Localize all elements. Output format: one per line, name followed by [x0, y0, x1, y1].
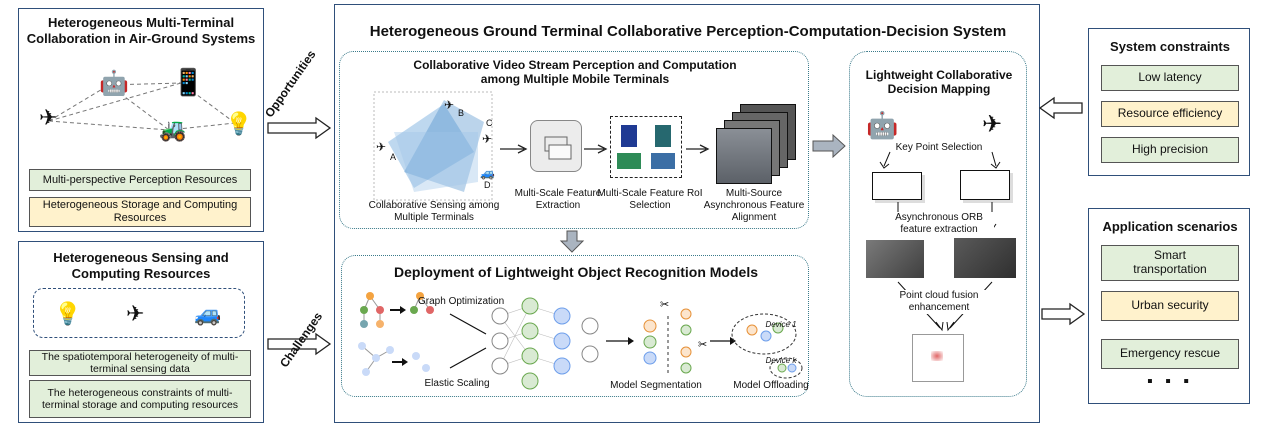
graph-optimization-label: Graph Optimization — [418, 296, 505, 307]
drone-c-label: C — [486, 118, 493, 128]
challenges-label: Challenges — [277, 309, 326, 371]
more-scenarios-ellipsis: ▪ ▪ ▪ — [1147, 373, 1193, 390]
svg-text:✂: ✂ — [660, 299, 669, 311]
flow-arrow-1 — [500, 144, 528, 154]
elastic-scaling-label: Elastic Scaling — [424, 378, 490, 389]
rover-d-label: D — [484, 180, 491, 190]
left-bottom-title: Heterogeneous Sensing and Computing Reso… — [53, 250, 229, 282]
scenarios-arrow — [1041, 302, 1086, 326]
scenario-urban-security: Urban security — [1101, 291, 1239, 321]
constraint-resource-efficiency: Resource efficiency — [1101, 101, 1239, 127]
right-block-arrow — [812, 133, 846, 159]
chip-perception-resources: Multi-perspective Perception Resources — [29, 169, 251, 191]
drone-c-icon: ✈ — [482, 132, 493, 146]
point-cloud-fusion-label: Point cloud fusion enhancement — [884, 290, 994, 314]
center-title: Heterogeneous Ground Terminal Collaborat… — [369, 23, 1007, 40]
drone-a-label: A — [390, 152, 397, 162]
step-feature-alignment: Multi-Source Asynchronous Feature Alignm… — [703, 188, 805, 223]
orb-image-right — [954, 238, 1016, 278]
roi-feature-map-2 — [655, 125, 671, 147]
step-feature-extraction: Multi-Scale Feature Extraction — [514, 188, 602, 211]
lamp-sensor-icon: 💡 — [54, 301, 82, 326]
device-k-label: Device k — [765, 356, 797, 365]
opportunities-label: Opportunities — [262, 47, 319, 121]
challenges-arrow — [267, 332, 332, 356]
video-perception-section: Collaborative Video Stream Perception an… — [339, 51, 809, 229]
drone-b-icon: ✈ — [444, 98, 455, 112]
system-constraints-panel: System constraints Low latency Resource … — [1088, 28, 1250, 176]
smartphone-icon: 📱 — [172, 67, 205, 97]
keypoint-flow-arrows — [879, 151, 1001, 169]
keypoint-frame-left — [872, 172, 922, 200]
keypoint-frame-right — [960, 170, 1010, 200]
svg-text:✂: ✂ — [698, 339, 707, 351]
opportunities-arrow — [267, 116, 332, 140]
flow-arrow-3 — [686, 144, 710, 154]
model-offloading-label: Model Offloading — [733, 380, 809, 391]
model-segmentation-label: Model Segmentation — [610, 380, 702, 391]
center-panel: Heterogeneous Ground Terminal Collaborat… — [334, 4, 1040, 423]
chip-spatiotemporal-heterogeneity: The spatiotemporal heterogeneity of mult… — [29, 350, 251, 376]
drone-a-icon: ✈ — [376, 140, 387, 154]
robot-vehicle-icon: 🚙 — [194, 301, 222, 326]
video-perception-title: Collaborative Video Stream Perception an… — [413, 58, 737, 87]
scenario-smart-transportation: Smart transportation — [1101, 245, 1239, 281]
down-block-arrow — [559, 230, 585, 253]
roi-selection-block — [610, 116, 682, 178]
constraints-arrow — [1038, 96, 1083, 120]
point-cloud-points — [931, 351, 943, 361]
device-icons-box: 💡 ✈ 🚙 — [33, 288, 245, 338]
key-point-selection-label: Key Point Selection — [895, 142, 983, 153]
air-ground-network-diagram — [48, 82, 236, 131]
decision-mapping-section: Lightweight Collaborative Decision Mappi… — [849, 51, 1027, 397]
ground-vehicle-icon: 🚜 — [159, 117, 187, 142]
collaborative-sensing-graphic — [373, 91, 493, 201]
step-collaborative-sensing: Collaborative Sensing among Multiple Ter… — [368, 200, 500, 223]
drone-icon: ✈ — [982, 111, 1003, 138]
left-top-panel: Heterogeneous Multi-Terminal Collaborati… — [18, 8, 264, 232]
lightweight-deployment-title: Deployment of Lightweight Object Recogni… — [394, 264, 758, 280]
left-bottom-panel: Heterogeneous Sensing and Computing Reso… — [18, 241, 264, 423]
scenario-emergency-rescue: Emergency rescue — [1101, 339, 1239, 369]
application-scenarios-panel: Application scenarios Smart transportati… — [1088, 208, 1250, 404]
orb-image-left — [866, 240, 924, 278]
lamp-icon: 💡 — [225, 111, 253, 136]
robot-icon: 🤖 — [99, 70, 129, 97]
step-roi-selection: Multi-Scale Feature RoI Selection — [597, 188, 703, 211]
roi-feature-map-4 — [651, 153, 675, 169]
decision-mapping-title: Lightweight Collaborative Decision Mappi… — [865, 68, 1013, 97]
video-frame-stack — [716, 104, 800, 184]
feature-extraction-block — [530, 120, 582, 172]
model-deployment-graphic: ✂✂ — [358, 292, 803, 390]
roi-feature-map-1 — [621, 125, 637, 147]
rover-d-icon: 🚙 — [480, 166, 495, 180]
application-scenarios-title: Application scenarios — [1102, 219, 1238, 234]
drone-b-label: B — [458, 108, 465, 118]
flow-arrow-2 — [584, 144, 608, 154]
drone-icon: ✈ — [39, 105, 58, 130]
ground-robot-icon: 🤖 — [866, 110, 899, 140]
video-frame-1 — [716, 128, 772, 184]
chip-heterogeneous-constraints: The heterogeneous constraints of multi-t… — [29, 380, 251, 418]
system-constraints-title: System constraints — [1110, 39, 1230, 54]
left-top-title: Heterogeneous Multi-Terminal Collaborati… — [26, 15, 256, 47]
chip-storage-computing-resources: Heterogeneous Storage and Computing Reso… — [29, 197, 251, 227]
orb-extraction-label: Asynchronous ORB feature extraction — [884, 212, 994, 236]
point-cloud-result — [912, 334, 964, 382]
constraint-low-latency: Low latency — [1101, 65, 1239, 91]
roi-feature-map-3 — [617, 153, 641, 169]
device-1-label: Device 1 — [765, 320, 797, 329]
constraint-high-precision: High precision — [1101, 137, 1239, 163]
drone-icon: ✈ — [126, 301, 145, 326]
feature-cube-graphic — [544, 136, 572, 160]
lightweight-deployment-section: Deployment of Lightweight Object Recogni… — [341, 255, 809, 397]
